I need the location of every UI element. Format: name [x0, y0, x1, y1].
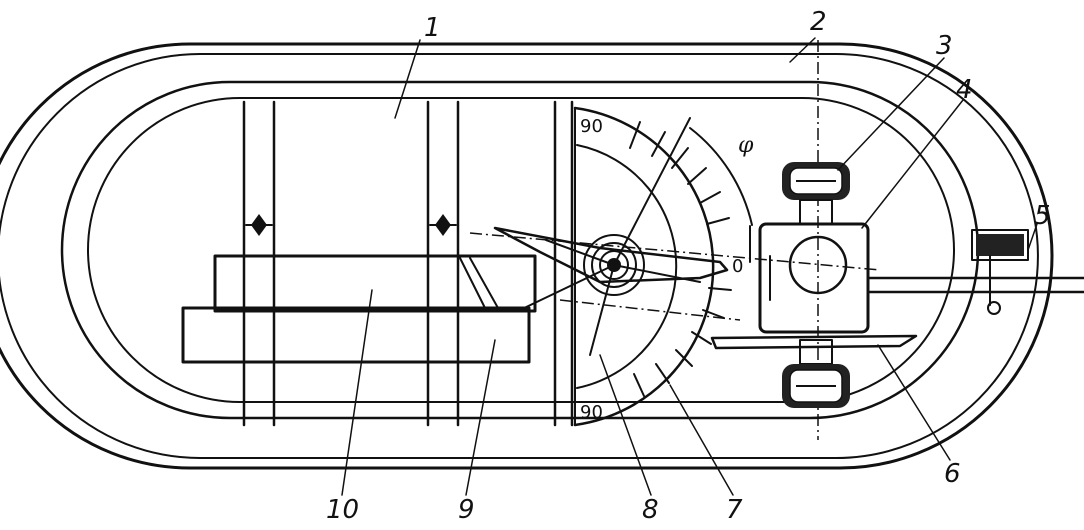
- label-part-10: 10: [326, 495, 359, 525]
- block-edge-line: [459, 257, 486, 309]
- label-part-8: 8: [642, 495, 659, 525]
- label-part-9: 9: [458, 495, 475, 525]
- scale-label-top: 90: [580, 116, 603, 137]
- clamp-block: [758, 222, 870, 334]
- angle-arc: [689, 127, 753, 226]
- pointer-arm: [493, 226, 729, 284]
- label-part-5: 5: [1034, 201, 1051, 231]
- protractor-ticks: [629, 121, 732, 397]
- label-part-6: 6: [944, 459, 961, 489]
- label-part-4: 4: [956, 75, 973, 105]
- leader-lines: [341, 37, 1038, 496]
- label-part-1: 1: [424, 13, 441, 43]
- rail-pins: [245, 214, 457, 236]
- top-screw: [782, 162, 850, 225]
- block-10: [213, 254, 537, 313]
- label-part-7: 7: [726, 495, 743, 525]
- bracket: [971, 229, 1029, 315]
- angle-symbol: φ: [738, 133, 754, 158]
- scale-label-bottom: 90: [580, 402, 603, 423]
- block-9: [181, 306, 531, 364]
- block-edge-line-2: [469, 257, 499, 309]
- guide-rails: [242, 100, 574, 427]
- scale-ruler: [710, 334, 918, 350]
- label-part-3: 3: [936, 31, 953, 61]
- label-part-2: 2: [810, 7, 827, 37]
- protractor: [573, 106, 715, 427]
- bottom-screw: [782, 339, 850, 408]
- scale-label-zero: 0: [732, 256, 743, 277]
- pivot-knob: [583, 234, 645, 296]
- shaft: [866, 276, 1084, 294]
- outer-casing: [0, 42, 1054, 470]
